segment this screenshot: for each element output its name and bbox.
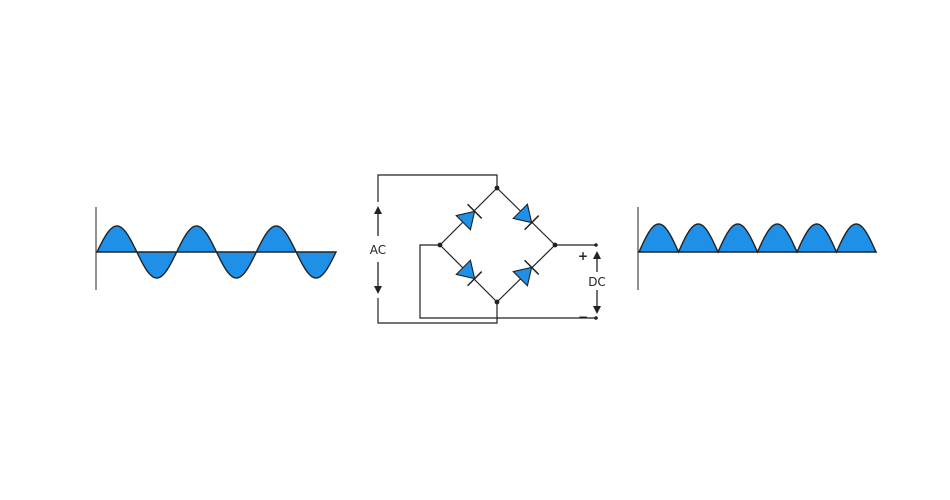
diode-top-right <box>512 203 540 231</box>
positive-sign: + <box>578 249 588 263</box>
diode-bottom-right <box>512 259 540 287</box>
junction-bottom <box>494 299 500 305</box>
bridge-circuit <box>377 174 596 324</box>
input-ac-waveform <box>95 207 338 290</box>
negative-return-wire <box>419 244 596 319</box>
ac-label: AC <box>370 243 386 257</box>
terminal-positive <box>594 243 598 247</box>
terminal-negative <box>594 316 598 320</box>
ac-bottom-wire <box>377 298 498 324</box>
junction-top <box>494 185 500 191</box>
dc-label: DC <box>588 275 606 289</box>
diode-bottom-left <box>455 259 483 287</box>
diode-top-left <box>455 203 483 231</box>
junction-right <box>552 242 558 248</box>
negative-sign: − <box>578 310 588 324</box>
output-dc-waveform <box>637 207 878 290</box>
junction-left <box>437 242 443 248</box>
input-sine-wave <box>95 225 338 279</box>
output-rectified-wave <box>637 223 878 254</box>
junction-dots <box>437 185 598 320</box>
ac-top-wire <box>377 174 498 202</box>
